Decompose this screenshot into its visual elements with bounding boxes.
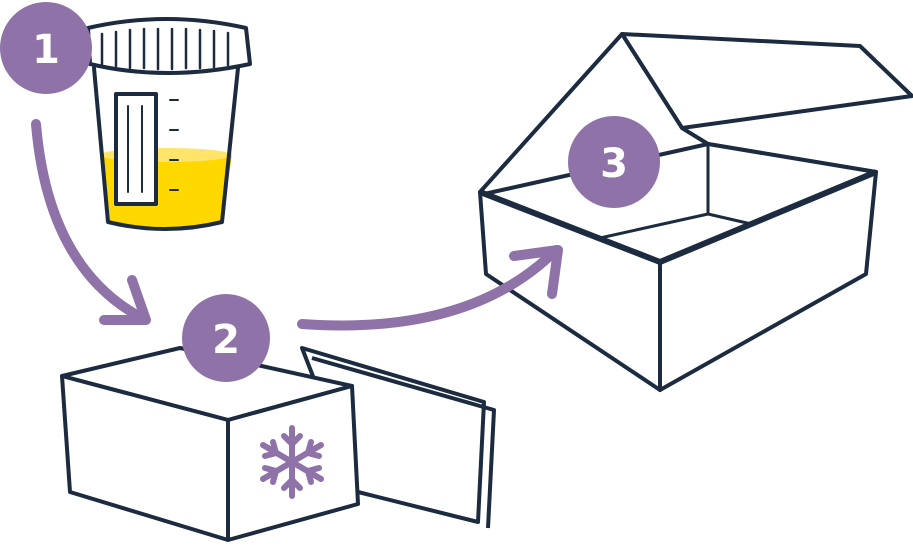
step-number-3: 3: [600, 141, 628, 187]
step-number-1: 1: [32, 27, 60, 73]
step-badge-1: 1: [0, 2, 92, 94]
curved-arrow-icon: [297, 245, 563, 331]
specimen-cup: [86, 17, 252, 231]
step-number-2: 2: [212, 317, 240, 363]
frozen-pack-box: [60, 346, 496, 542]
step-badge-3: 3: [568, 116, 660, 208]
snowflake-icon: [260, 425, 324, 499]
step-badge-2: 2: [182, 294, 270, 382]
cup-label: [114, 92, 158, 206]
shipping-box: [478, 32, 913, 392]
curved-arrow-icon: [31, 119, 151, 325]
